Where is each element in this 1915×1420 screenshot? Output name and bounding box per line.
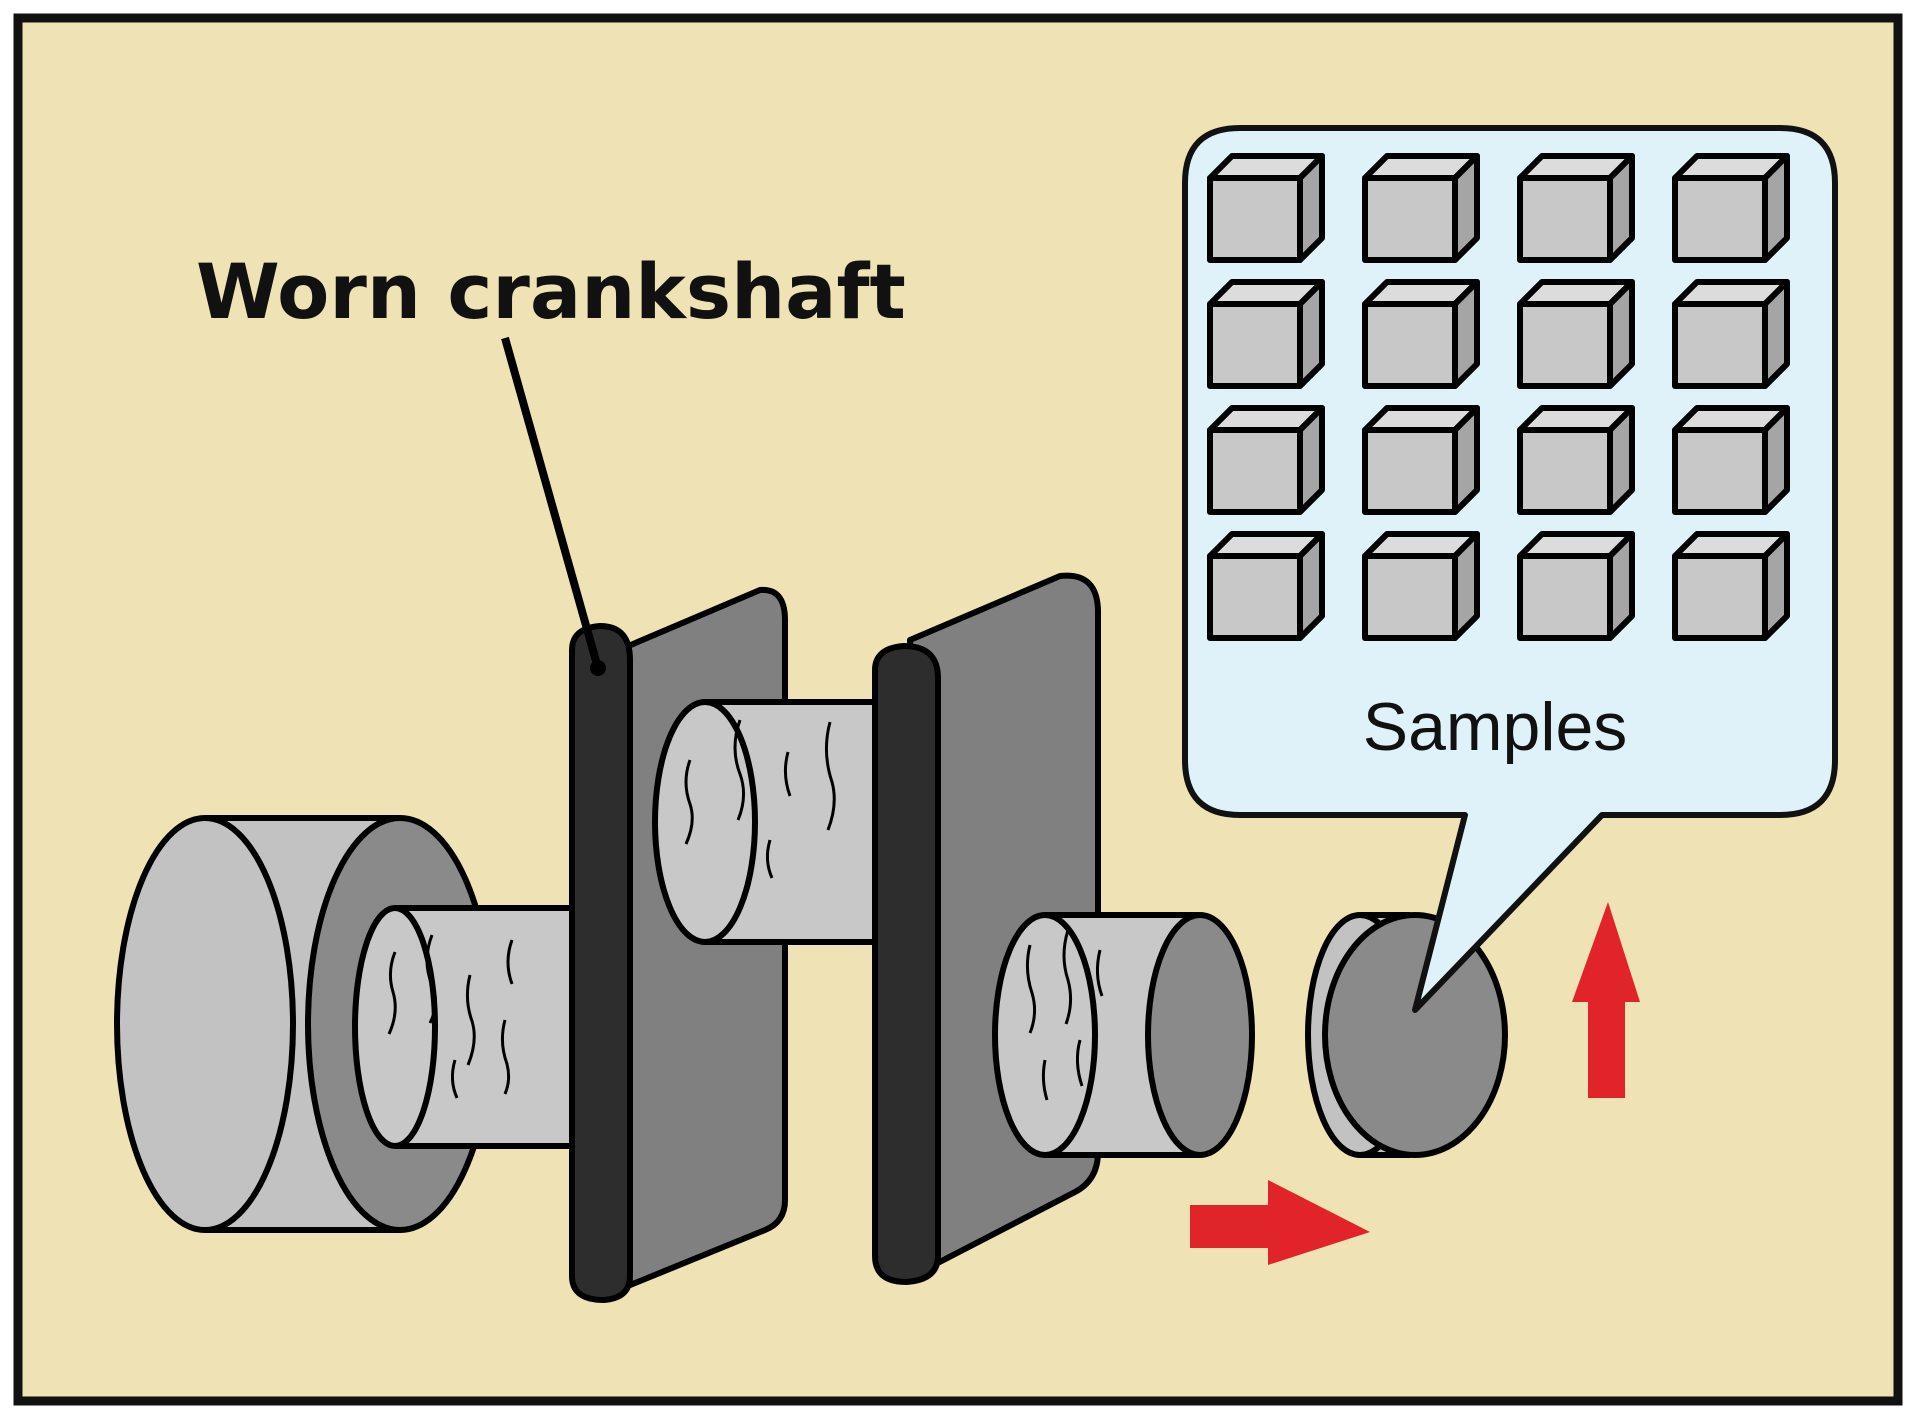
sample-cube-icon	[1517, 279, 1635, 389]
sample-cube-icon	[1362, 531, 1480, 641]
sample-cube-icon	[1362, 405, 1480, 515]
samples-callout: Samples	[1182, 125, 1838, 1013]
sample-cube-icon	[1207, 405, 1325, 515]
sample-cube-icon	[1672, 531, 1790, 641]
left-journal	[352, 905, 575, 1149]
sample-cube-icon	[1672, 405, 1790, 515]
crankshaft-label: Worn crankshaft	[196, 247, 906, 336]
sample-cube-icon	[1517, 153, 1635, 263]
crankshaft-drawing	[114, 572, 1255, 1303]
cut-disc-icon	[1305, 912, 1508, 1158]
sample-cube-icon	[1207, 279, 1325, 389]
sample-cube-icon	[1672, 279, 1790, 389]
sample-cube-icon	[1207, 153, 1325, 263]
sample-cube-icon	[1207, 531, 1325, 641]
sample-cube-icon	[1672, 153, 1790, 263]
sample-cube-icon	[1362, 153, 1480, 263]
right-journal	[992, 912, 1255, 1158]
crankshaft-leader-line	[501, 336, 602, 670]
arrow-up-icon	[1572, 902, 1640, 1098]
arrow-right-icon	[1190, 1180, 1370, 1265]
samples-label: Samples	[1363, 689, 1628, 765]
sample-cube-icon	[1517, 531, 1635, 641]
crank-pin	[652, 699, 890, 945]
sample-cube-icon	[1517, 405, 1635, 515]
sample-cube-icon	[1362, 279, 1480, 389]
sample-cube-grid	[1207, 153, 1790, 641]
